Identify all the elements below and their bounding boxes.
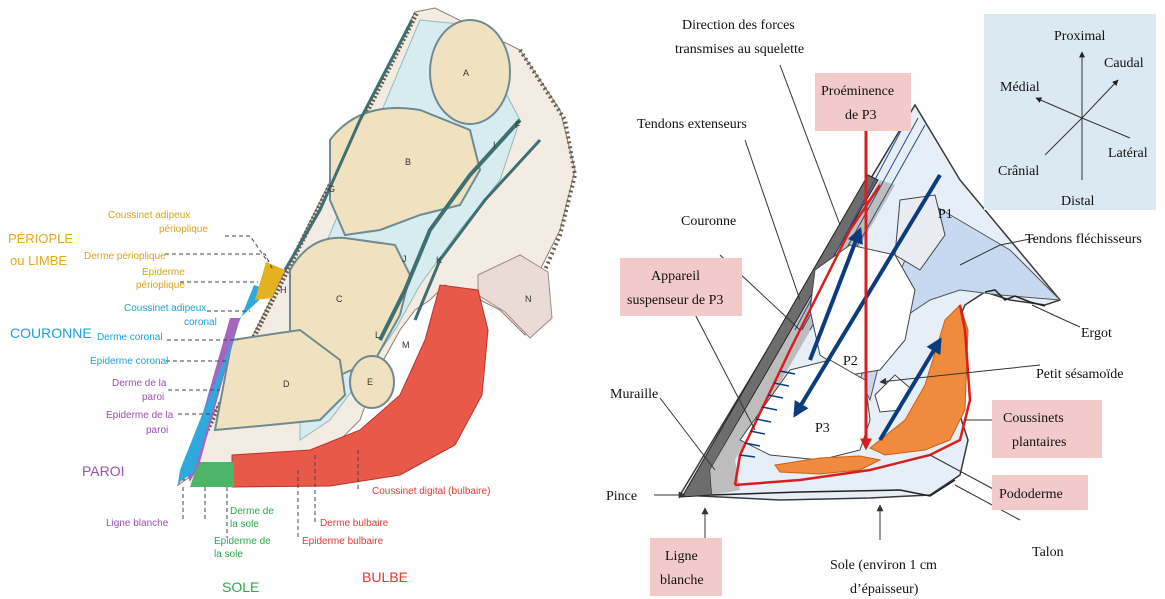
compass-lateral: Latéral	[1108, 146, 1148, 161]
letter-c: C	[336, 294, 343, 304]
left-hoof-illustration	[178, 8, 575, 487]
label-derme-perioplique: Derme périoplique	[84, 251, 166, 262]
label-paroi: PAROI	[82, 463, 125, 479]
label-coussinet-perioplique-2: périoplique	[159, 224, 208, 235]
label-periople-sub: ou LIMBE	[10, 253, 67, 268]
label-coussinet-perioplique-1: Coussinet adipeux	[108, 210, 190, 221]
label-coussinets-1: Coussinets	[1003, 411, 1064, 426]
label-coussinet-coronal-1: Coussinet adipeux	[124, 303, 206, 314]
label-ligne-blanche-1: Ligne	[665, 549, 698, 564]
label-pince: Pince	[606, 489, 637, 504]
label-sole: SOLE	[222, 579, 259, 595]
letter-l: L	[375, 330, 380, 340]
label-derme-paroi-1: Derme de la	[112, 378, 167, 389]
label-muraille: Muraille	[610, 387, 658, 402]
label-coussinets-2: plantaires	[1012, 435, 1066, 450]
label-direction-forces-1: Direction des forces	[682, 18, 795, 33]
label-couronne: COURONNE	[10, 325, 92, 341]
label-appareil-1: Appareil	[651, 269, 700, 284]
label-derme-sole-1: Derme de	[230, 506, 274, 517]
label-p2: P2	[843, 354, 858, 369]
letter-m: M	[402, 340, 410, 350]
letter-a: A	[463, 68, 469, 78]
label-epiderme-paroi-1: Epiderme de la	[106, 410, 174, 421]
letter-n: N	[525, 294, 532, 304]
label-coussinet-coronal-2: coronal	[184, 317, 217, 328]
label-sole-2: d’épaisseur)	[850, 582, 919, 597]
label-derme-bulbaire: Derme bulbaire	[320, 518, 389, 529]
compass-medial: Médial	[1000, 80, 1040, 95]
label-periople: PÉRIOPLE	[8, 231, 73, 246]
label-epiderme-sole-2: la sole	[214, 549, 243, 560]
label-epiderme-perioplique-1: Epiderme	[142, 267, 185, 278]
label-appareil-2: suspenseur de P3	[627, 293, 723, 308]
label-ligne-blanche-2: blanche	[660, 573, 704, 588]
compass-caudal: Caudal	[1104, 56, 1144, 71]
letter-b: B	[405, 157, 411, 167]
letter-k: K	[436, 255, 442, 265]
letter-g: G	[328, 184, 335, 194]
compass-cranial: Crânial	[998, 164, 1039, 179]
label-tendons-flechisseurs: Tendons fléchisseurs	[1025, 232, 1142, 247]
label-epiderme-perioplique-2: périoplique	[136, 280, 185, 291]
letter-d: D	[283, 379, 290, 389]
label-ergot: Ergot	[1081, 326, 1112, 341]
label-bulbe: BULBE	[362, 569, 408, 585]
label-epiderme-paroi-2: paroi	[146, 425, 168, 436]
letter-e: E	[367, 377, 373, 387]
label-epiderme-coronal: Epiderme coronal	[90, 356, 168, 367]
label-epiderme-sole-1: Epiderme de	[214, 536, 271, 547]
label-proeminence-2: de P3	[845, 108, 877, 123]
letter-i: I	[493, 140, 496, 150]
label-proeminence-1: Proéminence	[821, 84, 894, 99]
label-sole-1: Sole (environ 1 cm	[830, 558, 937, 573]
compass-proximal: Proximal	[1054, 29, 1105, 44]
letter-f: F	[515, 120, 521, 130]
label-direction-forces-2: transmises au squelette	[675, 42, 804, 57]
label-pododerme: Pododerme	[999, 487, 1063, 502]
label-derme-sole-2: la sole	[230, 519, 259, 530]
letter-j: J	[402, 254, 407, 264]
label-ligne-blanche: Ligne blanche	[106, 518, 169, 529]
letter-h: H	[280, 285, 287, 295]
label-p3: P3	[815, 421, 830, 436]
label-talon: Talon	[1032, 545, 1064, 560]
label-coussinet-digital: Coussinet digital (bulbaire)	[372, 486, 490, 497]
label-derme-coronal: Derme coronal	[97, 332, 163, 343]
compass-distal: Distal	[1061, 194, 1095, 209]
label-derme-paroi-2: paroi	[142, 392, 164, 403]
label-epiderme-bulbaire: Epiderme bulbaire	[302, 536, 384, 547]
label-tendons-extenseurs: Tendons extenseurs	[637, 117, 747, 132]
bone-a	[430, 20, 510, 124]
label-petit-sesamoide: Petit sésamoïde	[1036, 367, 1124, 382]
label-couronne: Couronne	[681, 214, 736, 229]
label-p1: P1	[938, 207, 953, 222]
